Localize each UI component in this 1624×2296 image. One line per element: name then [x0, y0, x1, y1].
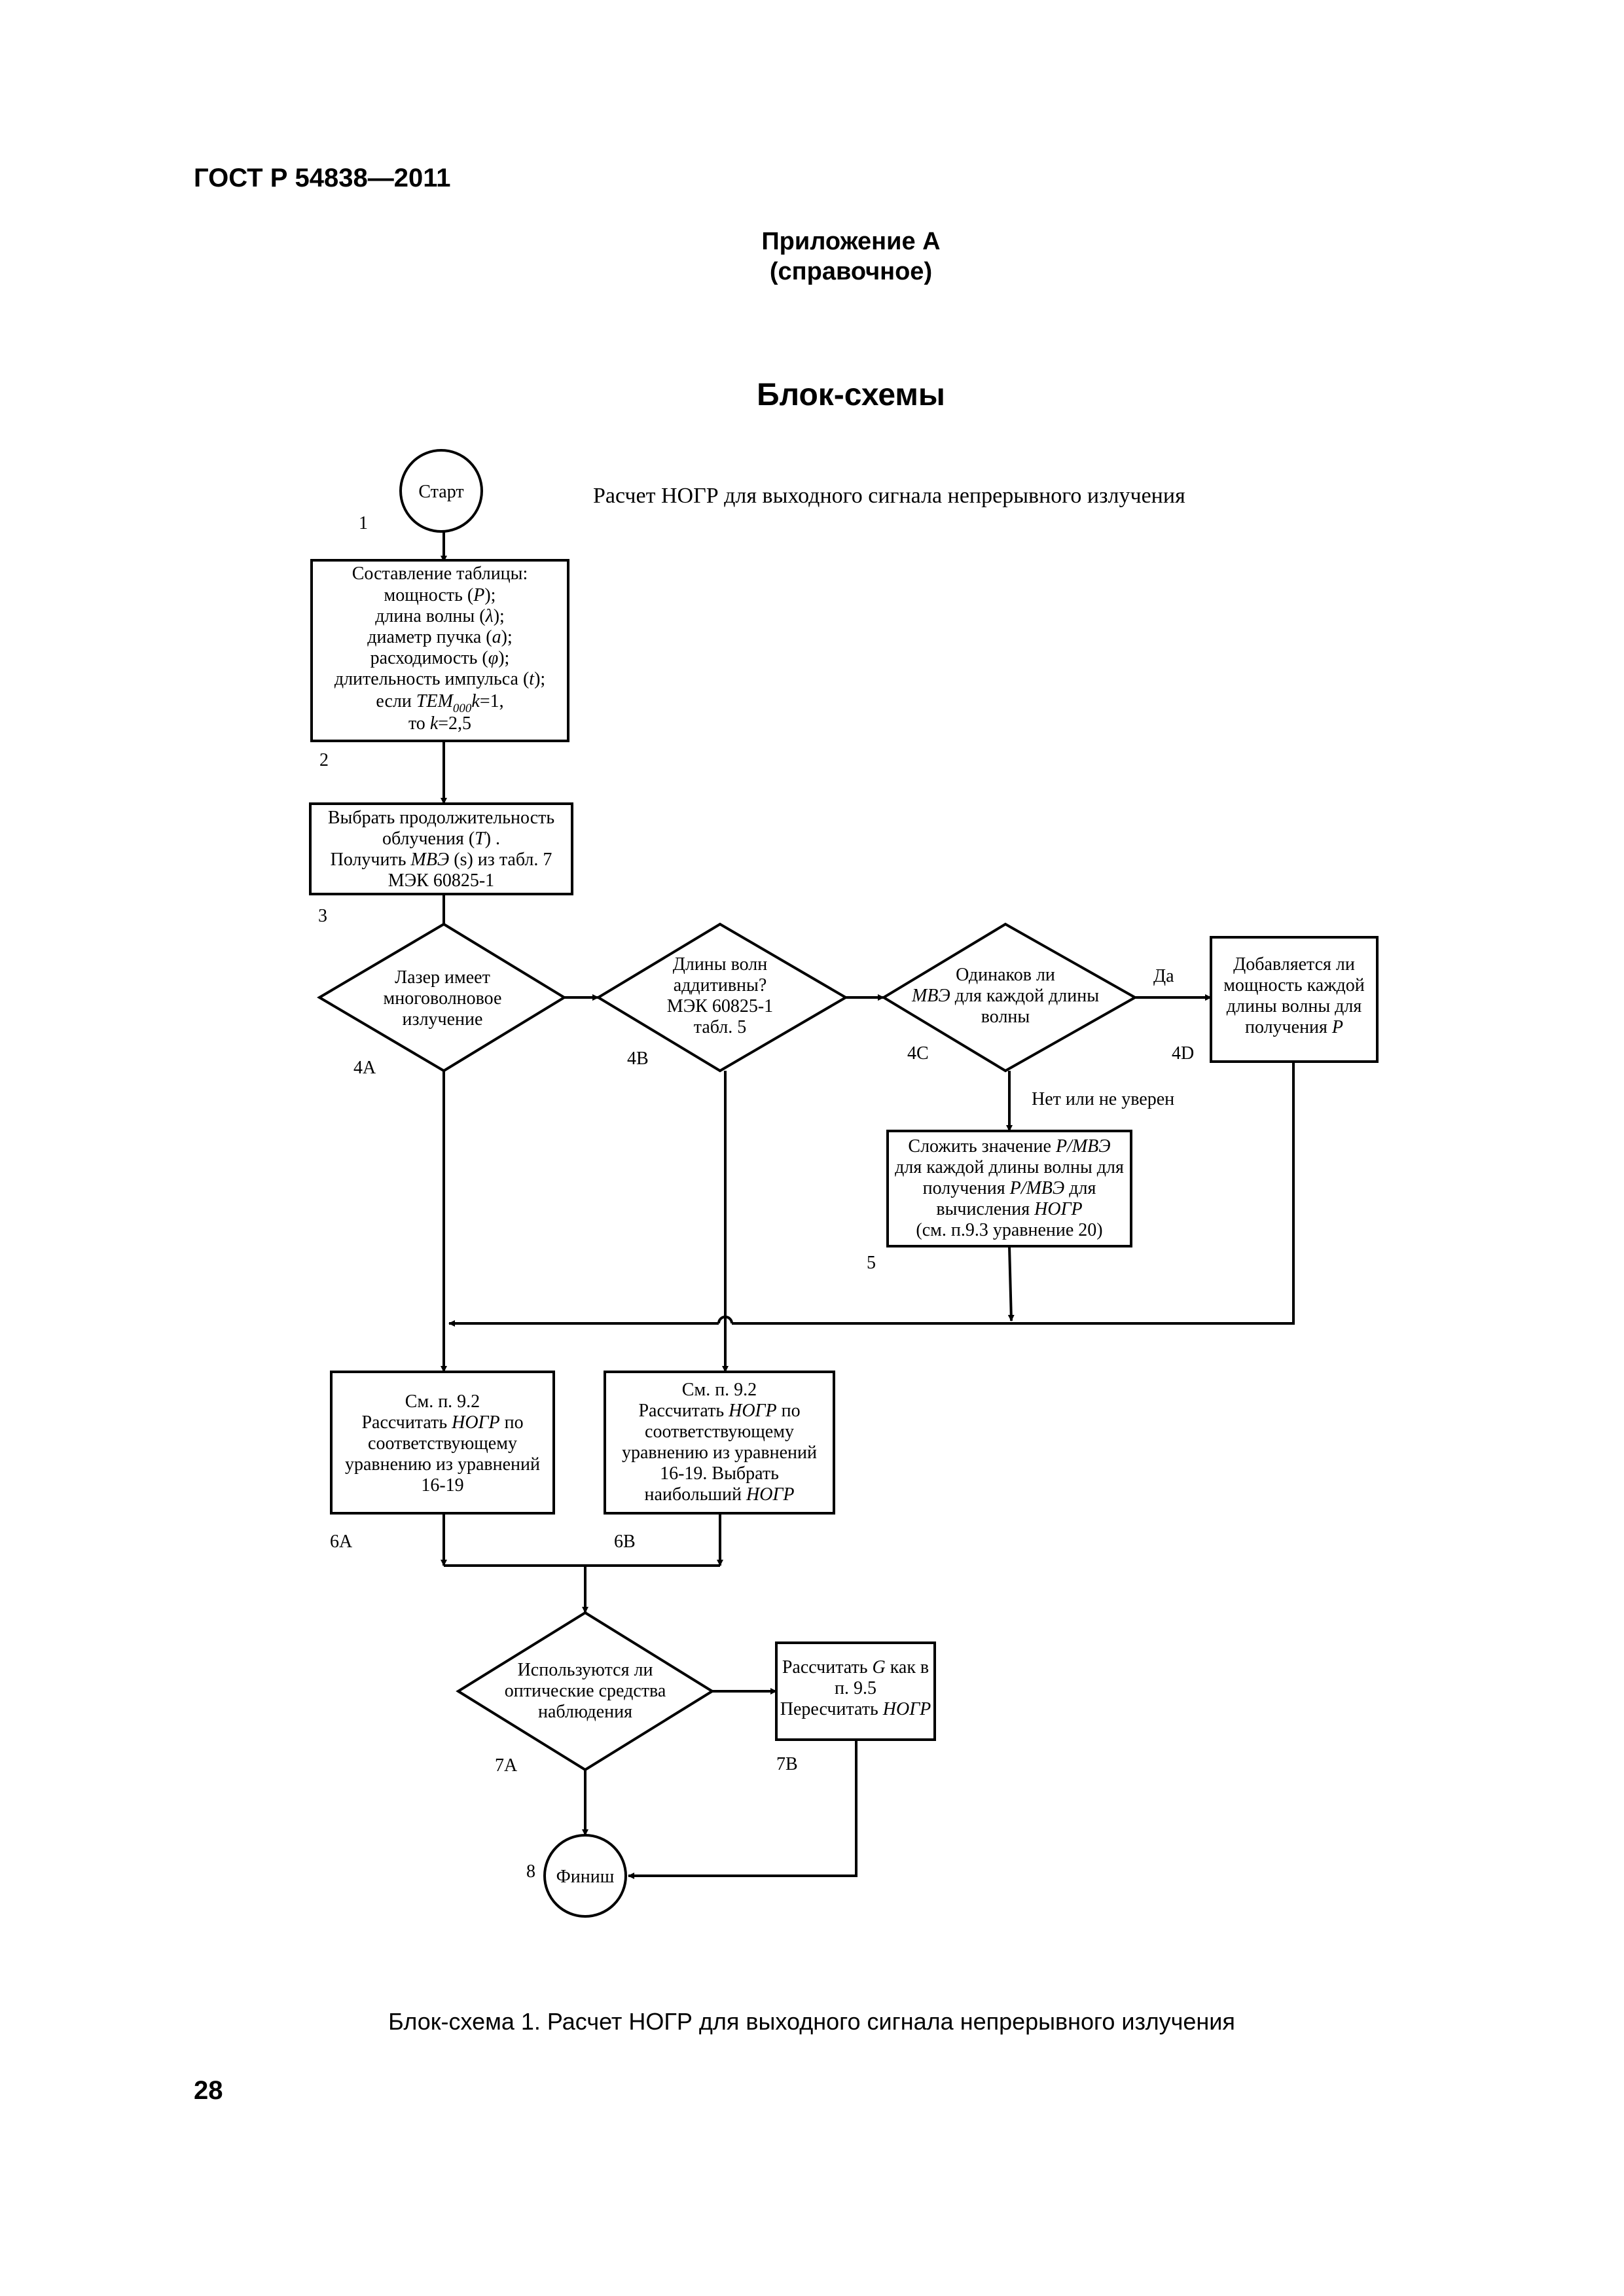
process-box-6b: См. п. 9.2 Рассчитать НОГР по соответств…: [604, 1371, 835, 1515]
decision-7a-line-2: оптические средства: [505, 1681, 666, 1701]
step-number: 7A: [495, 1755, 518, 1776]
appendix-heading: Приложение А (справочное): [674, 226, 1028, 287]
step-number: 4D: [1172, 1043, 1194, 1064]
connector-5-down: [1007, 1246, 1015, 1321]
process-box-7b: Рассчитать G как в п. 9.5 Пересчитать НО…: [775, 1641, 936, 1741]
appendix-type: (справочное): [769, 258, 933, 285]
box7b-line-3: Пересчитать НОГР: [780, 1699, 931, 1719]
step-number: 4A: [353, 1058, 376, 1078]
box6b-line-3: соответствующему: [645, 1422, 794, 1442]
process-box-4d: Добавляется ли мощность каждой длины вол…: [1210, 936, 1379, 1063]
decision-4b: Длины волн аддитивны? МЭК 60825-1 табл. …: [596, 922, 848, 1073]
box2-line-4: МЭК 60825-1: [388, 870, 494, 891]
step-number: 1: [359, 513, 368, 533]
box1-line-1: Составление таблицы:: [352, 564, 528, 584]
box6a-line-5: 16-19: [421, 1475, 463, 1496]
figure-caption: Блок-схема 1. Расчет НОГР для выходного …: [388, 2008, 1235, 2035]
process-box-2: Выбрать продолжительность облучения (T) …: [309, 802, 573, 895]
page-title: Блок-схемы: [757, 378, 945, 412]
box6b-line-5: 16-19. Выбрать: [660, 1463, 779, 1484]
connector-4d-return: [732, 1062, 1295, 1325]
box2-line-1: Выбрать продолжительность: [328, 808, 554, 828]
box1-line-3: длина волны (λ);: [375, 606, 505, 626]
start-label: Старт: [418, 482, 463, 502]
box6b-line-1: См. п. 9.2: [682, 1380, 757, 1400]
decision-4a-line-3: излучение: [403, 1009, 483, 1030]
step-number: 8: [526, 1861, 535, 1882]
box4d-line-2: мощность каждой: [1223, 975, 1365, 996]
finish-terminator: Финиш: [543, 1834, 627, 1918]
decision-4a-line-2: многоволновое: [384, 988, 502, 1009]
box6a-line-2: Рассчитать НОГР по: [361, 1412, 523, 1433]
box6a-line-4: уравнению из уравнений: [345, 1454, 540, 1475]
step-number: 7B: [776, 1754, 798, 1774]
box6b-line-4: уравнению из уравнений: [622, 1443, 817, 1463]
start-terminator: Старт: [399, 449, 483, 533]
step-number: 6B: [614, 1532, 636, 1552]
box7b-line-1: Рассчитать G как в: [782, 1657, 929, 1677]
box2-line-2: облучения (T) .: [382, 829, 500, 849]
decision-4c-line-2: МВЭ для каждой длины: [911, 986, 1099, 1006]
edge-label-no: Нет или не уверен: [1032, 1089, 1174, 1109]
page-number: 28: [194, 2076, 223, 2105]
box6b-line-2: Рассчитать НОГР по: [638, 1401, 800, 1421]
document-code: ГОСТ Р 54838—2011: [194, 164, 451, 192]
decision-4a: Лазер имеет многоволновое излучение: [317, 922, 567, 1073]
decision-4c-line-1: Одинаков ли: [956, 965, 1055, 985]
box2-line-3: Получить МВЭ (s) из табл. 7: [331, 850, 552, 870]
step-number: 6A: [330, 1532, 353, 1552]
decision-7a: Используются ли оптические средства набл…: [456, 1611, 715, 1772]
step-number: 4B: [627, 1049, 649, 1069]
decision-4b-line-2: аддитивны?: [674, 975, 767, 996]
decision-7a-line-3: наблюдения: [538, 1702, 632, 1722]
process-box-5: Сложить значение P/МВЭ для каждой длины …: [886, 1130, 1132, 1247]
box5-line-3: получения P/МВЭ для: [923, 1178, 1096, 1198]
finish-label: Финиш: [556, 1867, 615, 1887]
decision-4c: Одинаков ли МВЭ для каждой длины волны: [881, 922, 1138, 1073]
box4d-line-3: длины волны для: [1227, 996, 1362, 1016]
box5-line-1: Сложить значение P/МВЭ: [908, 1136, 1110, 1157]
decision-4a-line-1: Лазер имеет: [395, 967, 490, 988]
decision-4b-line-4: табл. 5: [694, 1017, 747, 1037]
step-number: 3: [318, 906, 327, 926]
edge-label-yes: Да: [1153, 966, 1174, 986]
box4d-line-1: Добавляется ли: [1233, 954, 1355, 975]
box1-line-4: диаметр пучка (a);: [367, 627, 513, 647]
flowchart-heading: Расчет НОГР для выходного сигнала непрер…: [593, 484, 1185, 508]
decision-4b-line-3: МЭК 60825-1: [667, 996, 773, 1016]
box6a-line-3: соответствующему: [368, 1433, 517, 1454]
box6a-line-1: См. п. 9.2: [405, 1391, 480, 1412]
step-number: 4C: [907, 1043, 929, 1064]
box1-line-6: длительность импульса (t);: [334, 669, 545, 689]
appendix-label: Приложение А: [761, 228, 941, 255]
box1-line-7: если TEM000k=1,: [376, 691, 503, 715]
box5-line-4: вычисления НОГР: [936, 1199, 1082, 1219]
box7b-line-2: п. 9.5: [835, 1678, 876, 1698]
box6b-line-6: наибольший НОГР: [644, 1484, 794, 1505]
decision-7a-line-1: Используются ли: [518, 1660, 653, 1680]
box1-line-5: расходимость (φ);: [370, 648, 510, 668]
box4d-line-4: получения P: [1245, 1017, 1343, 1037]
box5-line-2: для каждой длины волны для: [895, 1157, 1124, 1177]
box1-line-8: то k=2,5: [408, 713, 471, 734]
step-number: 5: [867, 1253, 876, 1273]
decision-4b-line-1: Длины волн: [673, 954, 767, 975]
box5-line-5: (см. п.9.3 уравнение 20): [916, 1220, 1102, 1240]
box1-line-2: мощность (P);: [384, 585, 496, 605]
process-box-6a: См. п. 9.2 Рассчитать НОГР по соответств…: [330, 1371, 555, 1515]
step-number: 2: [319, 750, 329, 770]
decision-4c-line-3: волны: [981, 1007, 1030, 1027]
connector-7b-to-finish: [628, 1740, 857, 1879]
process-box-1: Составление таблицы: мощность (P); длина…: [310, 559, 569, 742]
